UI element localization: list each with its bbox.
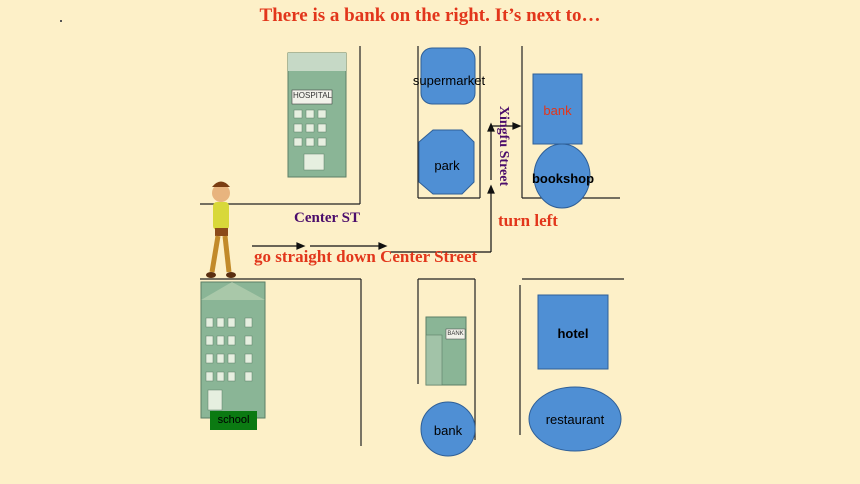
bookshop-shape — [533, 143, 591, 209]
xingfu-street-label: Xingfu Street — [496, 105, 511, 187]
boy-figure — [206, 181, 236, 278]
turn-left-label: turn left — [498, 211, 558, 230]
bank-building — [425, 316, 467, 386]
bank-circle-label: bank — [433, 423, 463, 438]
go-straight-label: go straight down Center Street — [254, 247, 478, 266]
restaurant-label: restaurant — [545, 412, 605, 427]
restaurant-shape — [528, 386, 622, 452]
supermarket-shape — [420, 47, 476, 105]
bank-circle-shape — [420, 401, 476, 457]
school-label: school — [217, 414, 250, 426]
route-arrows — [252, 122, 522, 253]
stray-dot — [60, 20, 62, 22]
park-label: park — [434, 158, 460, 173]
school-label-box — [210, 411, 257, 430]
center-st-label: Center ST — [294, 210, 360, 226]
bank-sign: BANK — [447, 331, 464, 337]
bank-shape — [532, 73, 583, 145]
school-building — [200, 281, 266, 419]
supermarket-label: supermarket — [412, 73, 486, 88]
hotel-shape — [537, 294, 609, 370]
hospital-building — [287, 52, 347, 178]
bank-label: bank — [543, 103, 572, 118]
bookshop-label: bookshop — [531, 171, 595, 186]
hospital-sign: HOSPITAL — [293, 91, 332, 100]
park-shape — [418, 129, 475, 195]
hotel-label: hotel — [557, 326, 589, 341]
slide-title: There is a bank on the right. It’s next … — [259, 5, 601, 26]
